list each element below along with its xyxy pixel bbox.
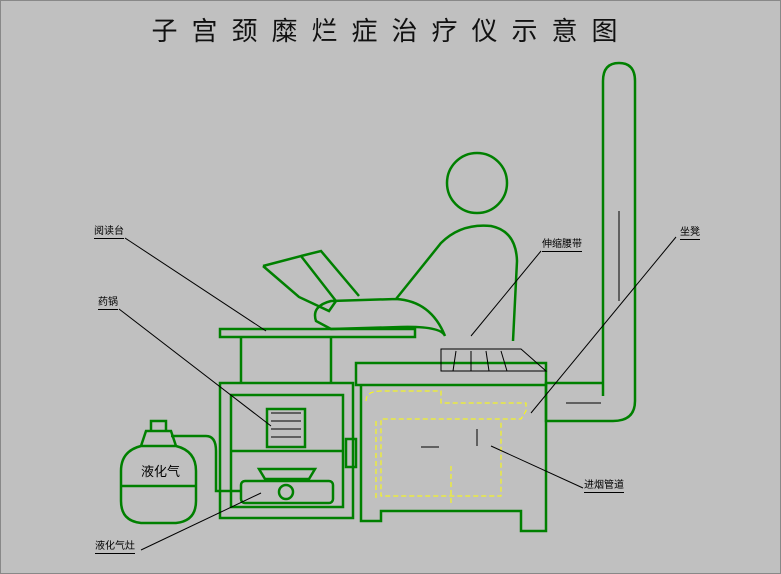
leader-reading-table — [124, 237, 267, 332]
label-medicine-pot: 药锅 — [98, 297, 118, 310]
seat-top — [354, 361, 548, 387]
book — [262, 249, 360, 313]
label-lpg-tank: 液化气 — [141, 465, 181, 480]
medicine-pot — [265, 407, 307, 449]
leader-stool — [530, 236, 677, 414]
lpg-tank — [119, 419, 241, 525]
label-reading-table: 阅读台 — [94, 226, 124, 239]
cabinet-handle — [344, 437, 358, 469]
medicine-pot-pattern — [271, 412, 301, 438]
leader-lpg-stove — [140, 492, 262, 551]
waist-belt — [440, 348, 548, 372]
leader-medicine-pot — [118, 308, 272, 427]
stove-knob — [277, 483, 295, 501]
label-stool: 坐凳 — [680, 227, 700, 240]
person-body — [313, 224, 519, 342]
seat-base — [359, 385, 548, 533]
label-belt: 伸缩腰带 — [542, 239, 582, 252]
leader-belt — [470, 250, 542, 337]
label-smoke-pipe: 进烟管道 — [584, 480, 624, 493]
diagram-title: 子宫颈糜烂症治疗仪示意图 — [151, 17, 632, 47]
reading-table-top — [218, 327, 417, 339]
person-head — [445, 151, 509, 215]
exhaust-chimney — [544, 61, 637, 423]
inner-duct — [365, 390, 527, 506]
stove-cabinet — [218, 381, 355, 520]
label-lpg-stove: 液化气灶 — [95, 541, 135, 554]
leader-smoke-pipe — [490, 445, 584, 489]
stove-burner — [256, 467, 318, 481]
